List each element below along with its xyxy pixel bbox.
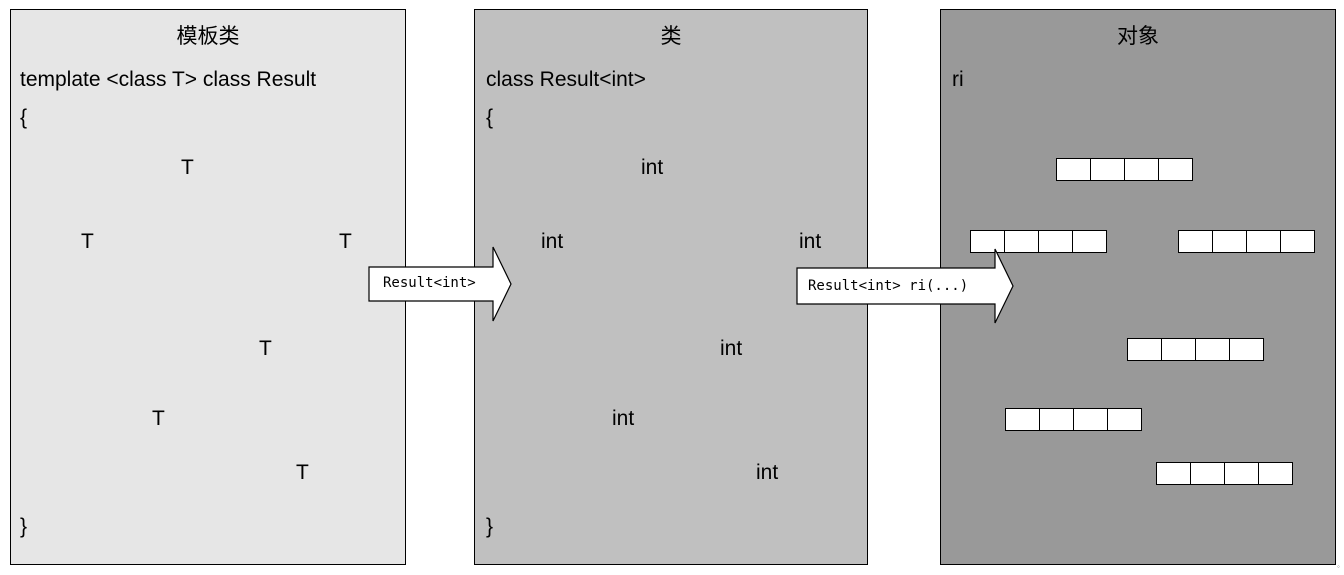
memory-cell bbox=[1195, 338, 1230, 361]
instantiate-object-arrow bbox=[796, 248, 1014, 324]
memory-cell bbox=[1056, 158, 1091, 181]
memory-cell bbox=[1212, 230, 1247, 253]
memory-cell bbox=[1246, 230, 1281, 253]
object-name: ri bbox=[952, 68, 964, 91]
memory-cell bbox=[1156, 462, 1191, 485]
object-panel-title: 对象 bbox=[1117, 25, 1159, 48]
memory-cell bbox=[1073, 408, 1108, 431]
memory-cell bbox=[1224, 462, 1259, 485]
memory-cell bbox=[1072, 230, 1107, 253]
template-member-t: T bbox=[81, 230, 94, 253]
memory-cell bbox=[1161, 338, 1196, 361]
object-member-array bbox=[970, 230, 1107, 253]
memory-cell bbox=[1127, 338, 1162, 361]
object-member-array bbox=[1178, 230, 1315, 253]
template-member-t: T bbox=[259, 337, 272, 360]
corner-mark: ◦ bbox=[1337, 562, 1340, 571]
class-panel-title: 类 bbox=[660, 25, 682, 48]
template-open-brace: { bbox=[20, 106, 28, 129]
class-member-int: int bbox=[720, 337, 743, 360]
memory-cell bbox=[1258, 462, 1293, 485]
class-open-brace: { bbox=[486, 106, 494, 129]
template-class-panel: 模板类 template <class T> class Result { T … bbox=[10, 9, 406, 565]
memory-cell bbox=[1280, 230, 1315, 253]
class-member-int: int bbox=[612, 407, 635, 430]
template-declaration: template <class T> class Result bbox=[20, 68, 317, 91]
template-panel-title: 模板类 bbox=[176, 25, 240, 48]
memory-cell bbox=[1190, 462, 1225, 485]
object-member-array bbox=[1056, 158, 1193, 181]
instantiate-class-label: Result<int> bbox=[383, 275, 476, 291]
template-close-brace: } bbox=[20, 515, 28, 538]
template-member-t: T bbox=[152, 407, 165, 430]
memory-cell bbox=[1090, 158, 1125, 181]
object-member-array bbox=[1156, 462, 1293, 485]
instantiate-object-label: Result<int> ri(...) bbox=[808, 278, 969, 294]
class-member-int: int bbox=[541, 230, 564, 253]
class-member-int: int bbox=[799, 230, 822, 253]
memory-cell bbox=[1158, 158, 1193, 181]
class-member-int: int bbox=[641, 156, 664, 179]
template-member-t: T bbox=[339, 230, 352, 253]
class-declaration: class Result<int> bbox=[486, 68, 646, 91]
memory-cell bbox=[1124, 158, 1159, 181]
memory-cell bbox=[1107, 408, 1142, 431]
memory-cell bbox=[1038, 230, 1073, 253]
memory-cell bbox=[1005, 408, 1040, 431]
object-member-array bbox=[1005, 408, 1142, 431]
template-member-t: T bbox=[181, 156, 194, 179]
template-member-t: T bbox=[296, 461, 309, 484]
class-close-brace: } bbox=[486, 515, 494, 538]
object-member-array bbox=[1127, 338, 1264, 361]
memory-cell bbox=[1039, 408, 1074, 431]
memory-cell bbox=[1229, 338, 1264, 361]
instantiate-class-arrow bbox=[368, 246, 512, 322]
class-member-int: int bbox=[756, 461, 779, 484]
memory-cell bbox=[1178, 230, 1213, 253]
